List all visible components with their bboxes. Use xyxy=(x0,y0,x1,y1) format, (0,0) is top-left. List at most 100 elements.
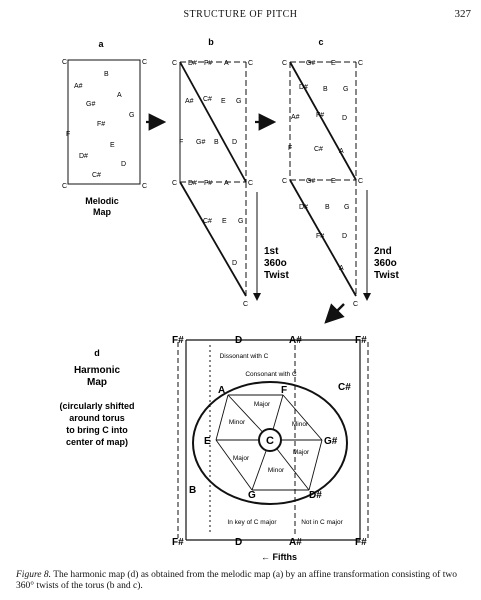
panel-d: d Harmonic Map (circularly shifted aroun… xyxy=(59,335,369,562)
panel-b-letter: b xyxy=(208,37,214,47)
chord-node: D# xyxy=(309,490,322,501)
page-number: 327 xyxy=(454,8,472,20)
note-label: B xyxy=(325,204,330,211)
corner-note: C xyxy=(62,59,67,66)
note-label: G xyxy=(344,204,349,211)
top-row-note: A xyxy=(224,60,229,67)
chord-node: G xyxy=(248,490,256,501)
fifths-label: ← Fifths xyxy=(261,552,297,562)
melodic-map-frame xyxy=(67,59,141,185)
consonant-label: Consonant with C xyxy=(245,371,297,378)
border-note: F# xyxy=(172,335,184,346)
note-label: B xyxy=(214,139,219,146)
panel-c: c C G# E C D# B G A# F# D C# A F C G# E … xyxy=(282,37,399,308)
note-label: F# xyxy=(316,112,324,119)
shift-note: center of map) xyxy=(66,437,128,447)
caption-text: The harmonic map (d) as obtained from th… xyxy=(16,570,457,591)
not-in-key-label: Not in C major xyxy=(301,519,343,526)
mid-row-note: E xyxy=(331,178,336,185)
center-node xyxy=(258,428,282,452)
border-note: C# xyxy=(338,382,351,393)
border-note: D xyxy=(235,335,242,346)
mid-row-note: G# xyxy=(306,178,315,185)
bottom-note: C xyxy=(353,301,358,308)
note-label: G xyxy=(236,98,241,105)
border-note: A# xyxy=(289,335,302,346)
note-label: B xyxy=(104,71,109,78)
center-note: C xyxy=(266,435,274,447)
twist-label: 360o xyxy=(374,258,397,269)
mid-row-note: C xyxy=(358,178,363,185)
mid-row-note: C xyxy=(282,178,287,185)
border-note: B xyxy=(189,485,196,496)
shift-note: (circularly shifted xyxy=(59,401,134,411)
note-label: F xyxy=(179,139,183,146)
chord-node: F xyxy=(281,385,287,396)
dissonant-label: Dissonant with C xyxy=(220,353,269,360)
twist-label: Twist xyxy=(264,270,289,281)
note-label: D# xyxy=(299,84,308,91)
border-note: F# xyxy=(172,537,184,548)
note-label: A# xyxy=(291,114,300,121)
border-note: D xyxy=(235,537,242,548)
note-label: D xyxy=(232,139,237,146)
mid-row-note: F# xyxy=(204,180,212,187)
corner-note: C xyxy=(62,183,67,190)
mid-row-note: A xyxy=(224,180,229,187)
key-of-label: In key of C major xyxy=(227,519,277,526)
panel-d-letter: d xyxy=(94,348,100,358)
top-row-note: F# xyxy=(204,60,212,67)
panel-b: b C D# F# A C A# C# E G F G# B D C D# F#… xyxy=(172,37,289,308)
note-label: F xyxy=(66,131,70,138)
corner-note: C xyxy=(142,183,147,190)
border-note: F# xyxy=(355,335,367,346)
twist-label: 360o xyxy=(264,258,287,269)
note-label: D# xyxy=(299,204,308,211)
note-label: D# xyxy=(79,153,88,160)
region-label: Major xyxy=(254,401,271,408)
border-note: A# xyxy=(289,537,302,548)
note-label: G xyxy=(129,112,134,119)
consonance-circle xyxy=(192,381,348,505)
note-label: C# xyxy=(203,96,212,103)
note-label: D xyxy=(342,115,347,122)
note-label: E xyxy=(222,218,227,225)
top-row-note: C xyxy=(248,60,253,67)
region-label: Minor xyxy=(268,467,285,474)
bottom-note: C xyxy=(243,301,248,308)
note-label: A xyxy=(339,148,344,155)
note-label: G# xyxy=(196,139,205,146)
note-label: E xyxy=(110,142,115,149)
note-label: A xyxy=(339,265,344,272)
note-label: D xyxy=(121,161,126,168)
note-label: C# xyxy=(203,218,212,225)
note-label: B xyxy=(323,86,328,93)
shift-note: around torus xyxy=(69,413,125,423)
shift-note: to bring C into xyxy=(66,425,128,435)
note-label: G# xyxy=(86,101,95,108)
note-label: G xyxy=(343,86,348,93)
region-label: Minor xyxy=(292,421,309,428)
mid-row-note: C xyxy=(172,180,177,187)
twist-label: 1st xyxy=(264,246,279,257)
note-label: A# xyxy=(185,98,194,105)
note-label: C# xyxy=(92,172,101,179)
harmonic-map-title: Harmonic xyxy=(74,365,121,376)
melodic-map-title: Map xyxy=(93,207,112,217)
panel-c-letter: c xyxy=(318,37,323,47)
top-row-note: C xyxy=(172,60,177,67)
top-row-note: D# xyxy=(188,60,197,67)
twist-label: Twist xyxy=(374,270,399,281)
note-label: D xyxy=(342,233,347,240)
mid-row-note: C xyxy=(248,180,253,187)
note-label: A# xyxy=(74,83,83,90)
mid-row-note: D# xyxy=(188,180,197,187)
note-label: F# xyxy=(97,121,105,128)
arrow-c-to-d xyxy=(324,303,345,324)
melodic-map-title: Melodic xyxy=(85,196,119,206)
region-label: Minor xyxy=(229,419,246,426)
running-header: STRUCTURE OF PITCH xyxy=(183,9,298,20)
top-row-note: E xyxy=(331,60,336,67)
corner-note: C xyxy=(142,59,147,66)
